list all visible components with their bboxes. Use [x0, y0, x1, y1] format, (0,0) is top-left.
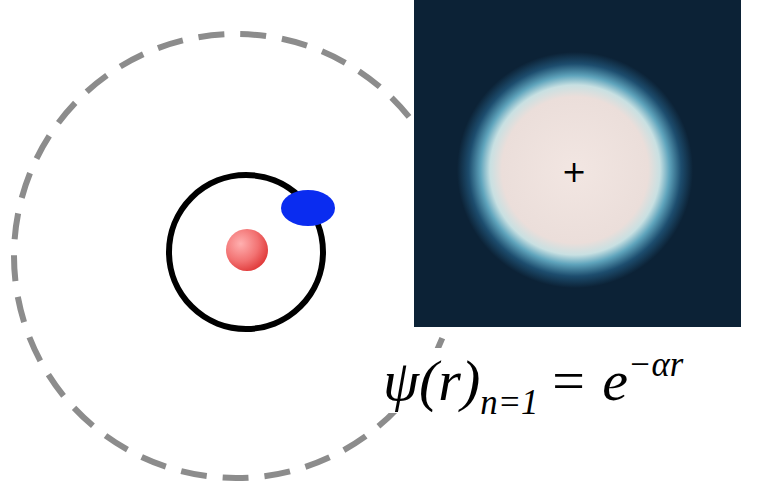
formula-main: ψ(r) — [383, 348, 480, 413]
wavefunction-formula: ψ(r)n=1= e−αr — [383, 352, 683, 410]
center-mark: + — [561, 157, 586, 187]
nucleus — [226, 229, 268, 271]
electron-cloud — [414, 0, 741, 327]
electron — [281, 190, 335, 226]
formula-base: = e — [539, 348, 628, 413]
formula-subscript: n=1 — [480, 383, 538, 422]
cloud-image — [414, 0, 741, 327]
formula-exponent: −αr — [628, 345, 683, 384]
